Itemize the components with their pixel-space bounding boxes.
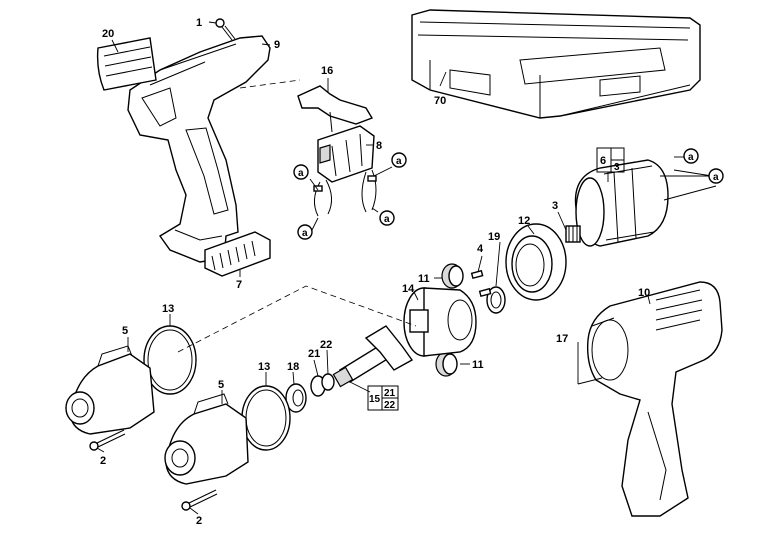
callout-19: 19 (488, 231, 500, 243)
wire-marker-motor-upper: a (683, 148, 699, 164)
rating-plate-part (96, 37, 157, 91)
callout-22: 22 (320, 339, 332, 351)
screw-2-upper-part (89, 429, 126, 451)
wire-markers: a a a a a a (293, 148, 724, 240)
ring-22-part (321, 373, 335, 391)
callout-labels: 1 9 20 16 8 7 70 3 12 19 4 11 14 11 10 1… (100, 17, 650, 527)
callout-1: 1 (196, 17, 202, 29)
callout-15-sub-22: 22 (384, 400, 396, 411)
housing-half-part (127, 35, 271, 263)
callout-11-upper: 11 (418, 273, 430, 285)
leader-lines (96, 21, 713, 515)
wire-marker-switch-right: a (391, 152, 407, 168)
ring-gear-part (505, 223, 567, 301)
callout-10: 10 (638, 287, 650, 299)
callout-70: 70 (434, 95, 446, 107)
callout-6: 6 (600, 155, 606, 167)
callout-20: 20 (102, 28, 114, 40)
callout-14: 14 (402, 283, 415, 295)
motor-part (574, 159, 717, 247)
callout-7: 7 (236, 279, 242, 291)
callout-11-lower: 11 (472, 359, 484, 371)
planet-gear-lower-part (435, 351, 458, 377)
wire-marker-motor-lower: a (708, 168, 724, 184)
assembly-guide-lines (177, 79, 417, 353)
callout-16: 16 (321, 65, 333, 77)
housing-half-right-part (577, 281, 723, 517)
callout-17: 17 (556, 333, 568, 345)
hammer-case-upper-part (65, 345, 155, 435)
hammer-case-lower-part (164, 393, 249, 485)
callout-21: 21 (308, 348, 320, 360)
callout-2-upper: 2 (100, 455, 106, 467)
callout-13-lower: 13 (258, 361, 270, 373)
switch-wires (313, 169, 377, 217)
screw-1-part (215, 18, 236, 41)
callout-3: 3 (552, 200, 558, 212)
planet-gear-upper-part (441, 263, 464, 289)
callout-5-upper: 5 (122, 325, 128, 337)
anvil-spindle-part (332, 325, 414, 388)
callout-13-upper: 13 (162, 303, 174, 315)
callout-15-sub-21: 21 (384, 388, 396, 399)
hammer-carrier-part (403, 287, 477, 357)
callout-2-lower: 2 (196, 515, 202, 527)
o-ring-13-lower-part (241, 385, 291, 451)
svg-text:a: a (713, 172, 719, 183)
motor-pinion-part (565, 225, 581, 243)
callout-6-box: 6 3 (596, 147, 625, 173)
pins-part (470, 269, 492, 298)
washer-18-part (285, 383, 307, 413)
carrying-case-part (411, 9, 701, 119)
screw-2-lower-part (181, 489, 218, 511)
wire-marker-wire-right: a (379, 210, 395, 226)
callout-12: 12 (518, 215, 530, 227)
svg-text:a: a (396, 156, 402, 167)
callout-15-box: 15 21 22 (367, 385, 399, 411)
svg-text:a: a (302, 228, 308, 239)
wire-marker-wire-left: a (297, 224, 313, 240)
switch-part (317, 125, 375, 183)
svg-text:a: a (384, 214, 390, 225)
switch-knob-part (297, 85, 374, 133)
callout-9: 9 (274, 39, 280, 51)
o-ring-19-part (486, 286, 506, 314)
wire-marker-switch-left: a (293, 164, 309, 180)
callout-4: 4 (477, 243, 484, 255)
callout-15: 15 (369, 394, 381, 405)
callout-6-sub: 3 (614, 162, 620, 173)
svg-text:a: a (688, 152, 694, 163)
callout-18: 18 (287, 361, 299, 373)
svg-text:a: a (298, 168, 304, 179)
callout-8: 8 (376, 140, 382, 152)
callout-5-lower: 5 (218, 379, 224, 391)
battery-contact-block-part (204, 231, 271, 277)
